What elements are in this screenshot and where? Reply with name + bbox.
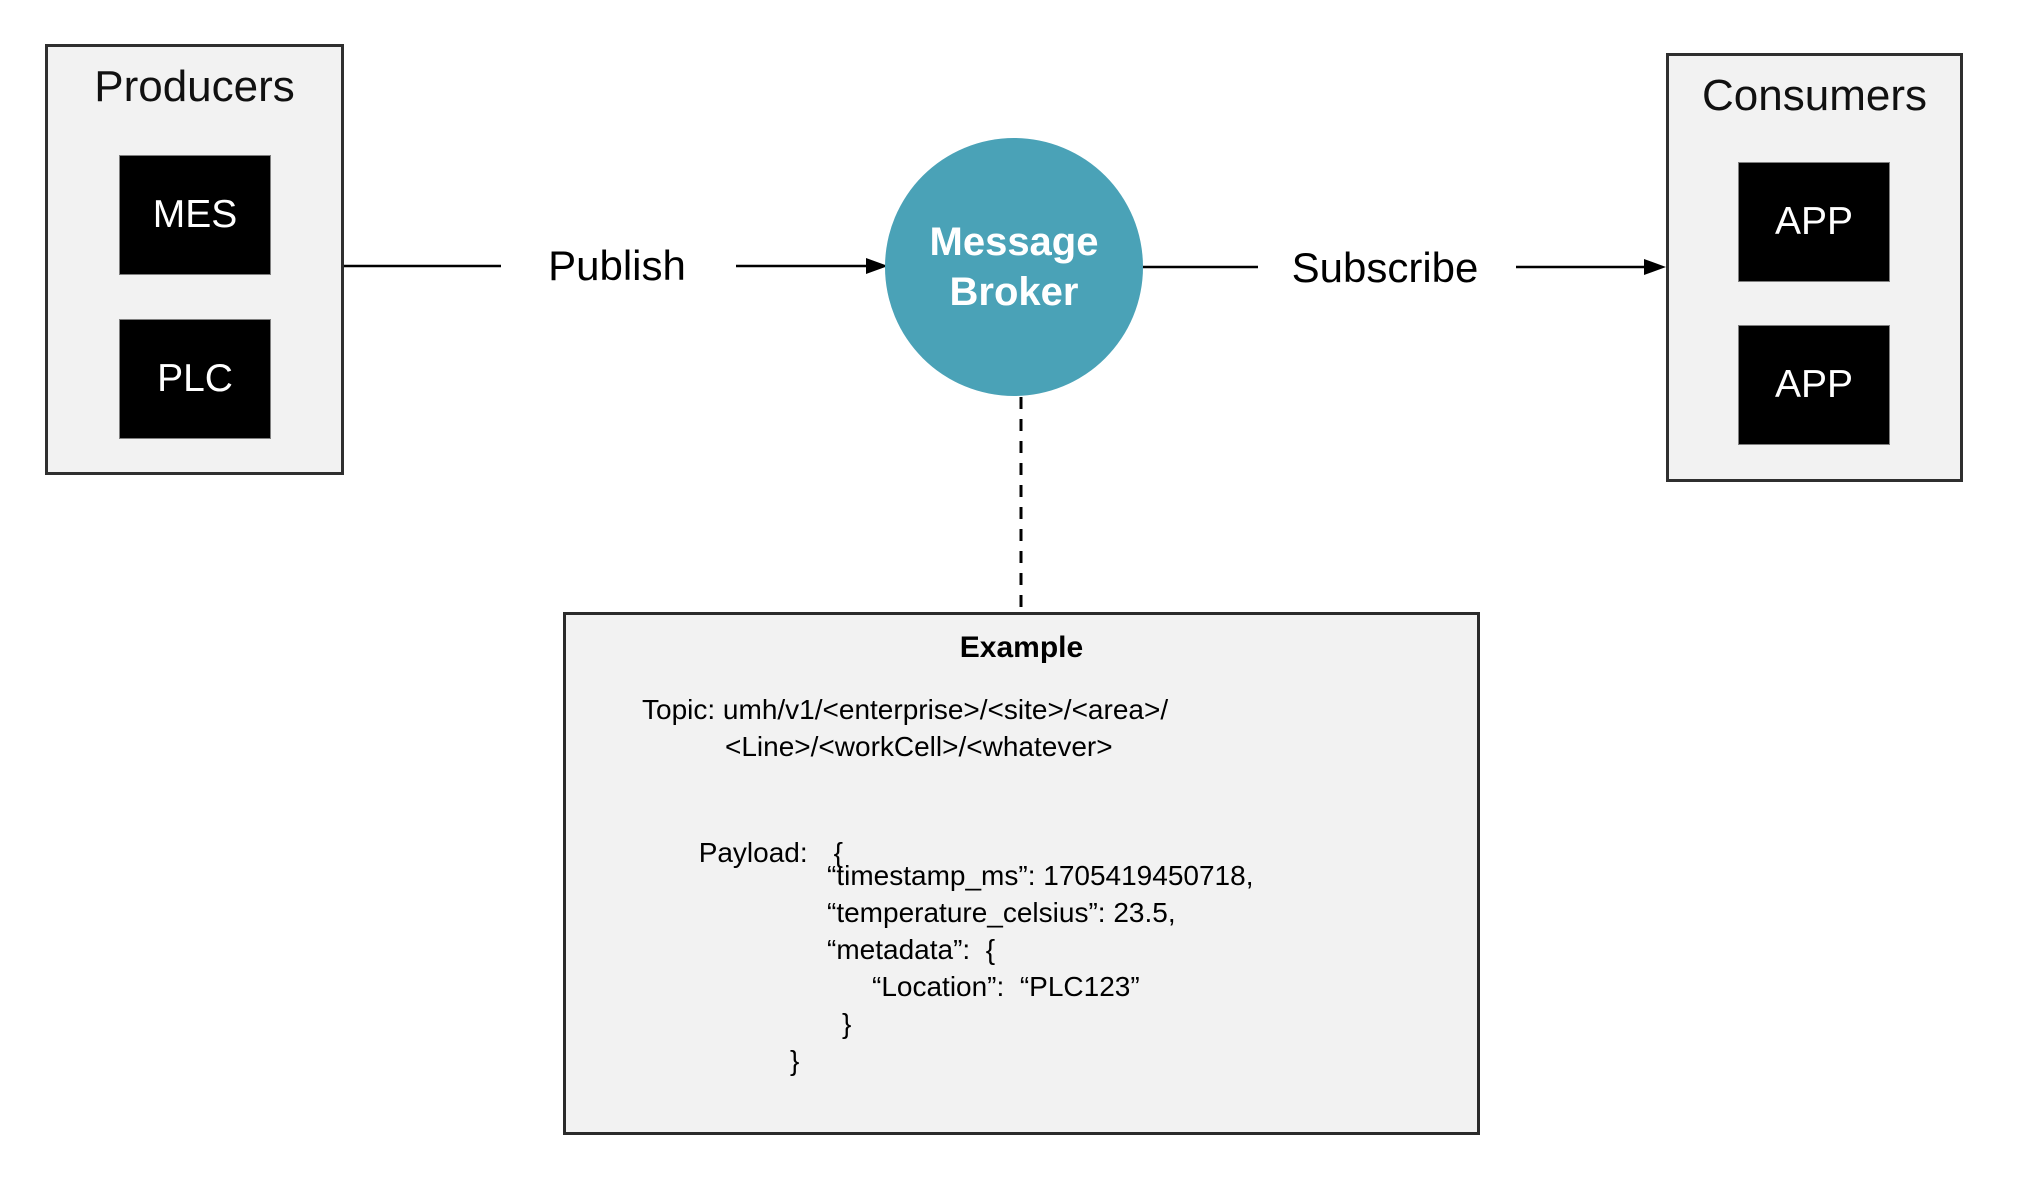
topic-line-1: Topic: umh/v1/<enterprise>/<site>/<area>… (642, 694, 1169, 725)
consumer-node-app-2: APP (1738, 325, 1890, 445)
payload-label: Payload: (698, 837, 808, 868)
example-title: Example (959, 631, 1084, 664)
consumers-box: Consumers APP APP (1666, 53, 1963, 482)
broker-label-line2: Broker (949, 270, 1079, 314)
producers-box: Producers MES PLC (45, 44, 344, 475)
payload-field-timestamp: “timestamp_ms”: 1705419450718, (827, 860, 1254, 891)
topic-line-2: <Line>/<workCell>/<whatever> (725, 731, 1113, 762)
payload-close-brace-outer: } (790, 1045, 800, 1076)
producer-node-mes: MES (119, 155, 271, 275)
example-box: Example Topic: umh/v1/<enterprise>/<site… (563, 612, 1480, 1135)
payload-field-location: “Location”: “PLC123” (872, 971, 1140, 1002)
broker-label-line1: Message (929, 220, 1099, 264)
publish-label: Publish (548, 242, 686, 289)
payload-line: Payload: { (652, 805, 843, 901)
producer-node-plc: PLC (119, 319, 271, 439)
subscribe-arrowhead-icon (1644, 259, 1666, 275)
subscribe-label: Subscribe (1291, 244, 1479, 291)
payload-open-brace: { (833, 837, 844, 868)
consumer-node-app-1: APP (1738, 162, 1890, 282)
message-broker-circle: Message Broker (885, 138, 1143, 396)
payload-field-metadata: “metadata”: { (827, 934, 996, 965)
producers-title: Producers (94, 62, 295, 111)
payload-close-brace-inner: } (842, 1008, 852, 1039)
consumers-title: Consumers (1702, 71, 1927, 120)
payload-field-temperature: “temperature_celsius”: 23.5, (827, 897, 1176, 928)
